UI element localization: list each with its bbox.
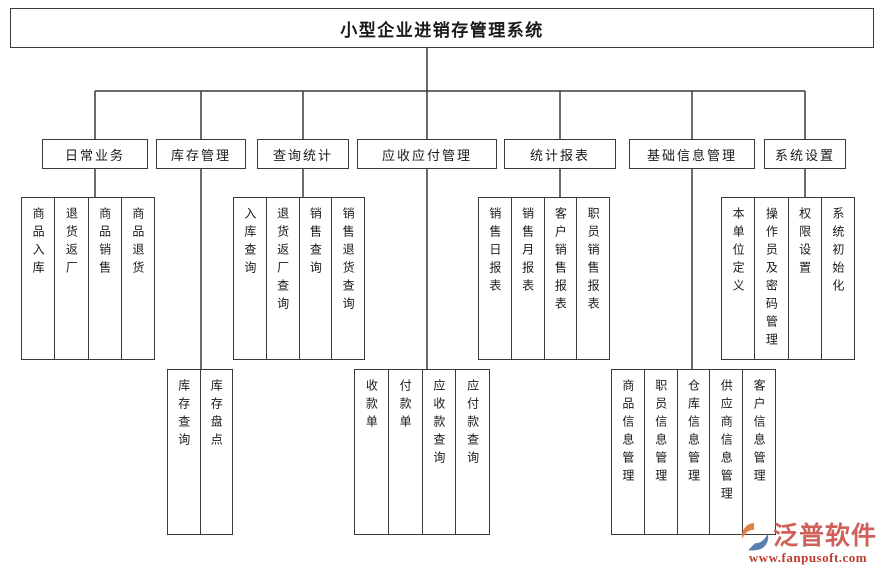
branch-system-settings: 系统设置 bbox=[764, 139, 846, 169]
leaf-monthly-sales-report: 销售月报表 bbox=[510, 198, 544, 359]
branch-inventory-management: 库存管理 bbox=[156, 139, 246, 169]
group-daily-business: 商品入库 退货返厂 商品销售 商品退货 bbox=[21, 197, 155, 360]
leaf-goods-return: 商品退货 bbox=[120, 198, 154, 359]
branch-daily-business: 日常业务 bbox=[42, 139, 148, 169]
leaf-inbound-query: 入库查询 bbox=[242, 207, 257, 279]
group-statistical-reports: 销售日报表 销售月报表 客户销售报表 职员销售报表 bbox=[478, 197, 610, 360]
group-basic-info-management: 商品信息管理 职员信息管理 仓库信息管理 供应商信息管理 客户信息管理 bbox=[611, 369, 776, 535]
leaf-staff-sales-report: 职员销售报表 bbox=[576, 198, 609, 359]
leaf-stock-query: 库存查询 bbox=[176, 379, 191, 451]
leaf-goods-info-management: 商品信息管理 bbox=[620, 379, 635, 487]
leaf-company-definition: 本单位定义 bbox=[731, 207, 746, 297]
leaf-staff-info-management: 职员信息管理 bbox=[643, 370, 677, 534]
branch-basic-info-management: 基础信息管理 bbox=[629, 139, 755, 169]
leaf-operator-password-management: 操作员及密码管理 bbox=[754, 198, 787, 359]
group-receivable-payable: 收款单 付款单 应收款查询 应付款查询 bbox=[354, 369, 490, 535]
leaf-goods-inbound: 商品入库 bbox=[31, 207, 46, 279]
leaf-payment-voucher: 付款单 bbox=[387, 370, 422, 534]
leaf-sales-query: 销售查询 bbox=[298, 198, 332, 359]
leaf-stock-taking: 库存盘点 bbox=[199, 370, 233, 534]
leaf-receivable-query: 应收款查询 bbox=[421, 370, 456, 534]
leaf-daily-sales-report: 销售日报表 bbox=[487, 207, 502, 297]
leaf-payable-query: 应付款查询 bbox=[455, 370, 489, 534]
leaf-customer-sales-report: 客户销售报表 bbox=[543, 198, 577, 359]
branch-receivable-payable: 应收应付管理 bbox=[357, 139, 497, 169]
branch-query-statistics: 查询统计 bbox=[257, 139, 349, 169]
watermark-brand-text: 泛普软件 bbox=[772, 521, 877, 550]
leaf-supplier-info-management: 供应商信息管理 bbox=[709, 370, 742, 534]
page-title: 小型企业进销存管理系统 bbox=[10, 8, 874, 48]
leaf-system-initialization: 系统初始化 bbox=[820, 198, 854, 359]
group-inventory-management: 库存查询 库存盘点 bbox=[167, 369, 233, 535]
group-system-settings: 本单位定义 操作员及密码管理 权限设置 系统初始化 bbox=[721, 197, 855, 360]
leaf-receipt-voucher: 收款单 bbox=[364, 379, 379, 433]
leaf-goods-sales: 商品销售 bbox=[87, 198, 121, 359]
vendor-watermark: 泛普软件 www.fanpusoft.com bbox=[737, 521, 879, 566]
fanpu-swirl-logo-icon bbox=[739, 521, 771, 552]
group-query-statistics: 入库查询 退货返厂查询 销售查询 销售退货查询 bbox=[233, 197, 365, 360]
leaf-return-to-factory: 退货返厂 bbox=[54, 198, 87, 359]
leaf-return-to-factory-query: 退货返厂查询 bbox=[265, 198, 299, 359]
leaf-permission-settings: 权限设置 bbox=[787, 198, 821, 359]
leaf-sales-return-query: 销售退货查询 bbox=[331, 198, 364, 359]
watermark-url-text: www.fanpusoft.com bbox=[748, 550, 868, 565]
leaf-warehouse-info-management: 仓库信息管理 bbox=[676, 370, 710, 534]
leaf-customer-info-management: 客户信息管理 bbox=[742, 370, 775, 534]
branch-statistical-reports: 统计报表 bbox=[504, 139, 616, 169]
